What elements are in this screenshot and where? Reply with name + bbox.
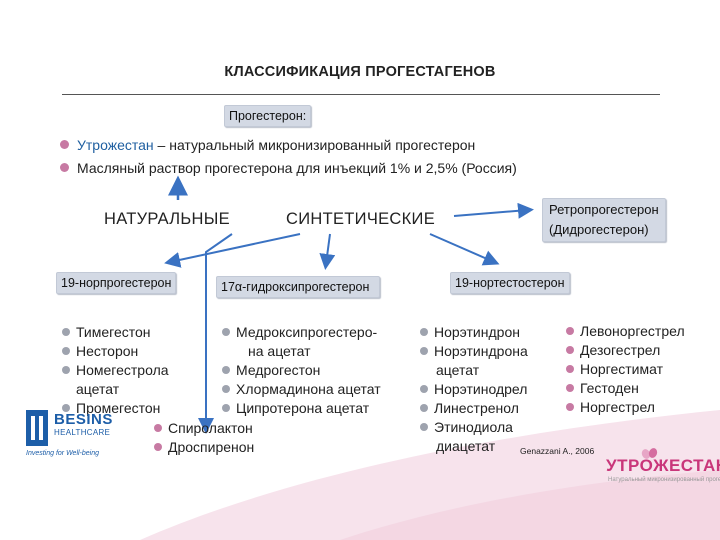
- list-item: ацетат: [76, 381, 120, 397]
- bullet-dot: [154, 424, 162, 432]
- retroprogesterone-box: Ретропрогестерон (Дидрогестерон): [542, 198, 666, 242]
- list-item: Гестоден: [566, 379, 685, 398]
- utrozhestan-logo: УТРОЖЕСТАН®: [606, 456, 720, 476]
- list-item: Промегестон: [62, 399, 169, 418]
- list-item: Медрогестон: [222, 361, 381, 380]
- list-item: Норэтиндрона: [420, 342, 528, 361]
- bullet-dot: [222, 385, 230, 393]
- list-item: Дезогестрел: [566, 341, 685, 360]
- list-item: Спиролактон: [154, 419, 254, 438]
- retroprogesterone-title: Ретропрогестерон: [549, 202, 659, 217]
- list-item: диацетат: [436, 438, 496, 454]
- list-item: Хлормадинона ацетат: [222, 380, 381, 399]
- bullet-dot: [420, 385, 428, 393]
- group-19-norprogesterone: 19-норпрогестерон: [56, 272, 177, 294]
- list-item: Дроспиренон: [154, 438, 254, 457]
- heading-synthetic: СИНТЕТИЧЕСКИЕ: [286, 210, 436, 228]
- bullet-dot: [60, 140, 69, 149]
- bullet-dot: [62, 366, 70, 374]
- natural-item-2-text: Масляный раствор прогестерона для инъекц…: [77, 160, 517, 176]
- list-item: Этинодиола: [420, 418, 528, 437]
- citation: Genazzani A., 2006: [520, 446, 595, 456]
- bullet-dot: [62, 404, 70, 412]
- besins-logo-sub: HEALTHCARE: [54, 428, 111, 437]
- bullet-dot: [222, 404, 230, 412]
- title-divider: [62, 94, 660, 95]
- list-item: Линестренол: [420, 399, 528, 418]
- bullet-dot: [62, 328, 70, 336]
- natural-item-2: Масляный раствор прогестерона для инъекц…: [60, 159, 517, 177]
- progesterone-pill: Прогестерон:: [224, 105, 312, 127]
- heading-natural: НАТУРАЛЬНЫЕ: [104, 210, 230, 228]
- list-item: Номегестрола: [62, 361, 169, 380]
- group-19-nortestosterone: 19-нортестостерон: [450, 272, 570, 294]
- bullet-dot: [60, 163, 69, 172]
- bullet-dot: [420, 328, 428, 336]
- natural-item-1: Утрожестан – натуральный микронизированн…: [60, 136, 475, 154]
- bullet-dot: [566, 346, 574, 354]
- list-19-norprogesterone: Тимегестон Несторон Номегестрола ацетат …: [62, 323, 169, 418]
- besins-logo-mark: [26, 410, 48, 446]
- bullet-dot: [62, 347, 70, 355]
- list-item: Норэтиндрон: [420, 323, 528, 342]
- bullet-dot: [566, 327, 574, 335]
- group-17a-hydroxyprogesterone: 17α-гидроксипрогестерон: [216, 276, 381, 298]
- list-17a-hydroxyprogesterone: Медроксипрогестеро- на ацетат Медрогесто…: [222, 323, 381, 418]
- besins-logo: BESINS HEALTHCARE Investing for Well-bei…: [26, 410, 126, 460]
- flower-icon: [641, 448, 658, 459]
- list-19-nortestosterone-a: Норэтиндрон Норэтиндрона ацетат Норэтино…: [420, 323, 528, 456]
- list-19-nortestosterone-b: Левоноргестрел Дезогестрел Норгестимат Г…: [566, 322, 685, 417]
- bullet-dot: [566, 403, 574, 411]
- list-item: Норгестимат: [566, 360, 685, 379]
- besins-logo-name: BESINS: [54, 411, 113, 428]
- list-item: ацетат: [436, 362, 480, 378]
- bullet-dot: [222, 328, 230, 336]
- natural-item-1-text: – натуральный микронизированный прогесте…: [153, 137, 476, 153]
- list-item: Левоноргестрел: [566, 322, 685, 341]
- bullet-dot: [566, 384, 574, 392]
- besins-logo-tagline: Investing for Well-being: [26, 450, 100, 457]
- list-item: Норэтинодрел: [420, 380, 528, 399]
- page-title: КЛАССИФИКАЦИЯ ПРОГЕСТАГЕНОВ: [224, 64, 496, 80]
- bullet-dot: [420, 404, 428, 412]
- list-item: Ципротерона ацетат: [222, 399, 381, 418]
- list-item: Несторон: [62, 342, 169, 361]
- list-spironolactone-group: Спиролактон Дроспиренон: [154, 419, 254, 457]
- list-item: на ацетат: [248, 343, 311, 359]
- list-item: Медроксипрогестеро-: [222, 323, 381, 342]
- list-item: Тимегестон: [62, 323, 169, 342]
- utrozhestan-logo-name: УТРОЖЕСТАН: [606, 456, 720, 475]
- bullet-dot: [420, 423, 428, 431]
- retroprogesterone-example: (Дидрогестерон): [549, 222, 649, 237]
- list-item: Норгестрел: [566, 398, 685, 417]
- bullet-dot: [154, 443, 162, 451]
- bullet-dot: [420, 347, 428, 355]
- bullet-dot: [222, 366, 230, 374]
- bullet-dot: [566, 365, 574, 373]
- utrozhestan-logo-tagline: Натуральный микронизированный прогестеро…: [608, 477, 720, 483]
- natural-item-1-accent: Утрожестан: [77, 137, 154, 153]
